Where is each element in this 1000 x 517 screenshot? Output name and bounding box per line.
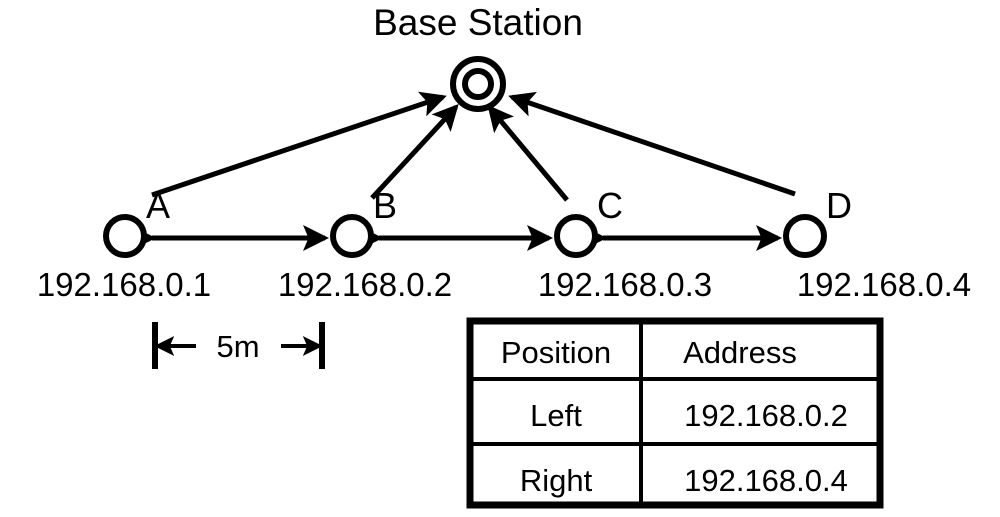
uplink-arrow-a-to-base <box>151 91 447 198</box>
sensor-node-b[interactable]: B <box>330 185 397 258</box>
node-circle-icon <box>103 214 147 258</box>
base-station-node[interactable] <box>450 56 506 112</box>
node-circle-icon <box>554 214 598 258</box>
table-outer-border <box>466 317 884 509</box>
node-address-a: 192.168.0.1 <box>37 266 211 303</box>
sensor-node-c[interactable]: C <box>554 185 623 258</box>
node-address-d: 192.168.0.4 <box>797 266 971 303</box>
table-cell-position-left: Left <box>530 398 582 433</box>
table-cell-address-right: 192.168.0.4 <box>684 463 848 498</box>
node-circle-icon <box>783 214 827 258</box>
node-circle-icon <box>330 214 374 258</box>
antenna-icon-inner-ring <box>462 68 494 100</box>
node-label-a: A <box>146 185 170 226</box>
sensor-node-a[interactable]: A <box>103 185 170 258</box>
table-header-address: Address <box>683 335 797 370</box>
uplink-arrow-b-to-base <box>370 104 459 200</box>
node-address-c: 192.168.0.3 <box>538 266 712 303</box>
table-header-position: Position <box>501 335 611 370</box>
uplink-arrow-d-to-base <box>508 91 796 197</box>
node-label-d: D <box>826 185 852 226</box>
table-row: Left 192.168.0.2 <box>530 398 848 433</box>
node-label-c: C <box>597 185 623 226</box>
sensor-node-d[interactable]: D <box>783 185 852 258</box>
node-address-b: 192.168.0.2 <box>278 266 452 303</box>
table-cell-address-left: 192.168.0.2 <box>684 398 848 433</box>
position-address-table: Position Address Left 192.168.0.2 Right … <box>466 317 884 509</box>
dimension-label: 5m <box>216 329 259 364</box>
uplink-arrow-c-to-base <box>487 104 569 202</box>
table-row: Right 192.168.0.4 <box>520 463 848 498</box>
page-title: Base Station <box>373 2 583 43</box>
dimension-annotation-5m: 5m <box>152 322 325 369</box>
node-label-b: B <box>373 185 397 226</box>
table-cell-position-right: Right <box>520 463 593 498</box>
